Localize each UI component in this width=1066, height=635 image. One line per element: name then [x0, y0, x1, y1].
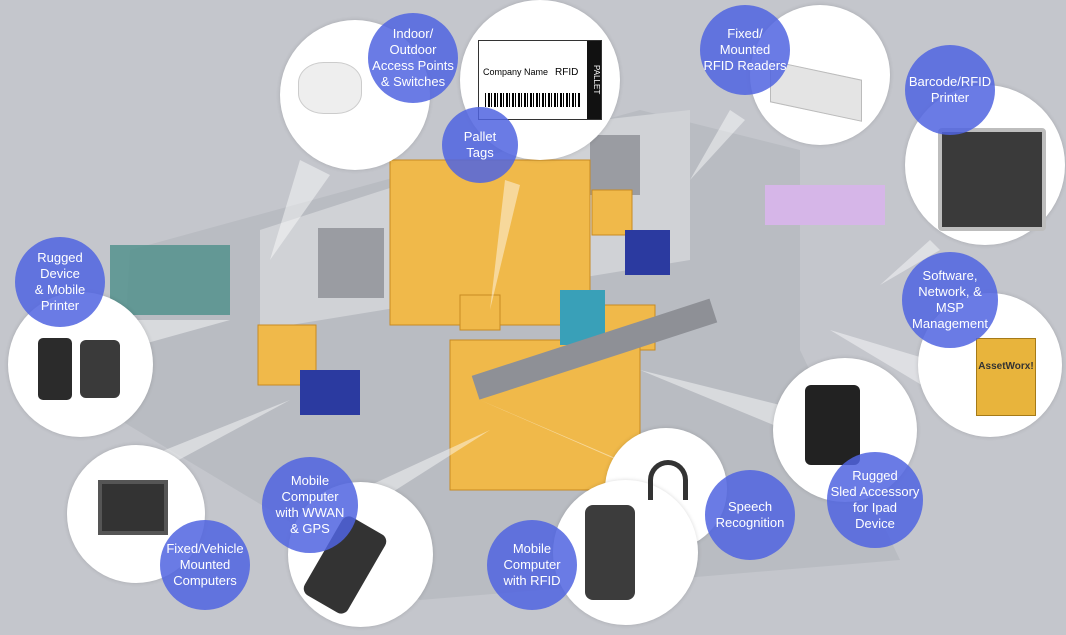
mobile-printer-image [80, 340, 120, 398]
light-beam [130, 110, 940, 500]
rfid-text: RFID [555, 67, 579, 78]
vehicle-computer-image [98, 480, 168, 535]
roll-door [318, 228, 384, 298]
label-mobile-wwan: Mobile Computer with WWAN & GPS [262, 457, 358, 553]
rugged-device-image [38, 338, 72, 400]
roll-door [590, 135, 640, 195]
rfid-handheld-image [585, 505, 635, 600]
label-mobile-rfid: Mobile Computer with RFID [487, 520, 577, 610]
ipad-sled-image [805, 385, 860, 465]
forklift [300, 230, 670, 415]
access-point-image [298, 62, 362, 114]
headset-image [648, 460, 688, 500]
assetworx-box: AssetWorx! [976, 338, 1036, 416]
barcode [485, 93, 581, 107]
label-pallet-tags: Pallet Tags [442, 107, 518, 183]
label-access-points: Indoor/ Outdoor Access Points & Switches [368, 13, 458, 103]
truck [110, 245, 230, 315]
label-fixed-rfid: Fixed/ Mounted RFID Readers [700, 5, 790, 95]
shelf [765, 185, 885, 225]
label-rugged-device: Rugged Device & Mobile Printer [15, 237, 105, 327]
conveyor [471, 298, 718, 400]
label-software: Software, Network, & MSP Management [902, 252, 998, 348]
pallet-tag-image: PALLET Company Name RFID [478, 40, 602, 120]
label-printer: Barcode/RFID Printer [905, 45, 995, 135]
pallet-side-text: PALLET [587, 41, 601, 119]
printer-image [938, 128, 1046, 231]
company-name-text: Company Name [483, 67, 549, 77]
label-sled: Rugged Sled Accessory for Ipad Device [827, 452, 923, 548]
label-vehicle: Fixed/Vehicle Mounted Computers [160, 520, 250, 610]
label-speech: Speech Recognition [705, 470, 795, 560]
